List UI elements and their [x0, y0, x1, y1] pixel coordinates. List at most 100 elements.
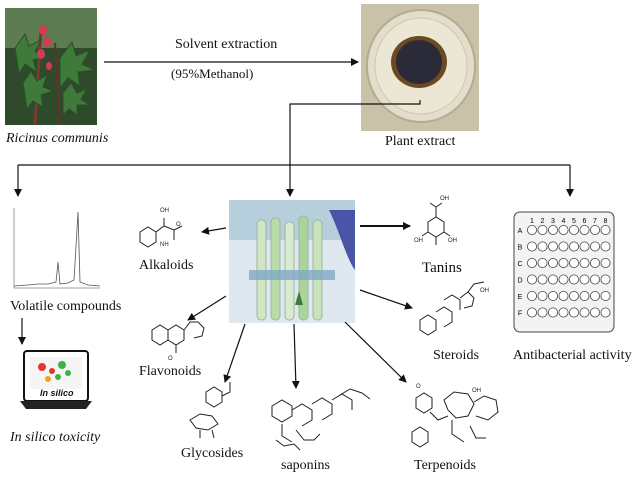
plate-well	[590, 274, 601, 285]
plate-well	[590, 224, 601, 235]
plate-well	[558, 274, 569, 285]
saponins-label: saponins	[281, 458, 330, 473]
plate-well	[526, 241, 537, 252]
plate-well	[526, 224, 537, 235]
plate-well	[558, 258, 569, 269]
plate-well	[537, 291, 548, 302]
plate-well	[537, 224, 548, 235]
terpenoid-structure	[411, 391, 499, 448]
chromatogram	[8, 202, 102, 296]
arrow-to-alkaloids	[201, 226, 227, 235]
plate-col-label: 7	[593, 218, 597, 225]
plate-well	[548, 224, 559, 235]
plate-well	[558, 241, 569, 252]
plate-well	[590, 307, 601, 318]
in-silico-laptop	[20, 349, 92, 413]
plate-well	[526, 307, 537, 318]
ricinus-label: Ricinus communis	[6, 131, 109, 146]
plate-well	[590, 241, 601, 252]
svg-text:OH: OH	[472, 388, 481, 394]
plate-well	[579, 274, 590, 285]
plant-extract-photo	[361, 4, 479, 131]
svg-text:OH: OH	[440, 196, 449, 202]
plate-well	[569, 307, 580, 318]
plate-well	[537, 258, 548, 269]
plate-well	[537, 241, 548, 252]
steroid-structure	[419, 281, 485, 336]
plate-well	[579, 307, 590, 318]
plate-col-label: 2	[541, 218, 545, 225]
plate-well	[548, 258, 559, 269]
plate-well	[600, 241, 611, 252]
plate-well	[526, 274, 537, 285]
line-extract-down	[289, 100, 421, 165]
arrow-to-flavonoids	[187, 295, 227, 321]
saponin-structure	[271, 388, 371, 451]
plate-row-label: B	[518, 245, 523, 252]
plate-well	[526, 258, 537, 269]
plate-well	[569, 224, 580, 235]
glycoside-structure	[189, 382, 231, 439]
svg-text:O: O	[168, 356, 173, 362]
plate-row-label: F	[518, 311, 522, 318]
plate-well	[558, 224, 569, 235]
steroids-label: Steroids	[433, 348, 479, 363]
svg-text:O: O	[176, 222, 181, 228]
plate-well	[558, 291, 569, 302]
arrow-to-glycosides	[223, 323, 246, 383]
solvent-extraction-label: Solvent extraction	[175, 37, 278, 52]
ricinus-plant-photo	[5, 8, 97, 125]
alkaloid-structure	[139, 218, 183, 248]
plant-extract-label: Plant extract	[385, 134, 456, 149]
plate-well	[569, 291, 580, 302]
plate-col-label: 6	[583, 218, 587, 225]
svg-text:NH: NH	[160, 242, 169, 248]
plate-well	[579, 291, 590, 302]
plate-well	[590, 291, 601, 302]
plate-row-label: D	[517, 278, 522, 285]
alkaloids-label: Alkaloids	[139, 258, 194, 273]
plate-well	[548, 274, 559, 285]
plate-well	[548, 241, 559, 252]
svg-text:OH: OH	[448, 238, 457, 244]
plate-col-label: 4	[562, 218, 566, 225]
plate-well	[569, 274, 580, 285]
arrow-to-steroids	[359, 289, 413, 310]
plate-well	[600, 224, 611, 235]
plate-row-label: A	[518, 228, 523, 235]
plate-well	[600, 307, 611, 318]
tanins-label: Tanins	[422, 260, 462, 276]
in-silico-toxicity-label: In silico toxicity	[10, 430, 101, 445]
svg-text:OH: OH	[160, 208, 169, 214]
svg-text:OH: OH	[414, 238, 423, 244]
plate-col-label: 5	[572, 218, 576, 225]
plate-well	[579, 224, 590, 235]
plate-well	[537, 274, 548, 285]
plate-well	[600, 291, 611, 302]
plate-well	[569, 258, 580, 269]
plate-well	[548, 307, 559, 318]
flavonoid-structure	[151, 321, 205, 353]
glycosides-label: Glycosides	[181, 446, 244, 461]
svg-text:O: O	[416, 384, 421, 390]
antibacterial-activity-label: Antibacterial activity	[513, 348, 632, 363]
plate-well	[579, 241, 590, 252]
tanin-structure	[421, 202, 451, 245]
test-tubes-photo	[229, 200, 355, 323]
plate-well	[579, 258, 590, 269]
plate-well	[537, 307, 548, 318]
plate-well	[548, 291, 559, 302]
plate-well	[558, 307, 569, 318]
plate-well	[590, 258, 601, 269]
plate-col-label: 3	[551, 218, 555, 225]
arrow-to-saponins	[291, 323, 300, 389]
flavonoids-label: Flavonoids	[139, 364, 202, 379]
terpenoids-label: Terpenoids	[414, 458, 477, 473]
plate-col-label: 1	[530, 218, 534, 225]
plate-row-label: E	[518, 294, 523, 301]
svg-text:OH: OH	[480, 288, 489, 294]
